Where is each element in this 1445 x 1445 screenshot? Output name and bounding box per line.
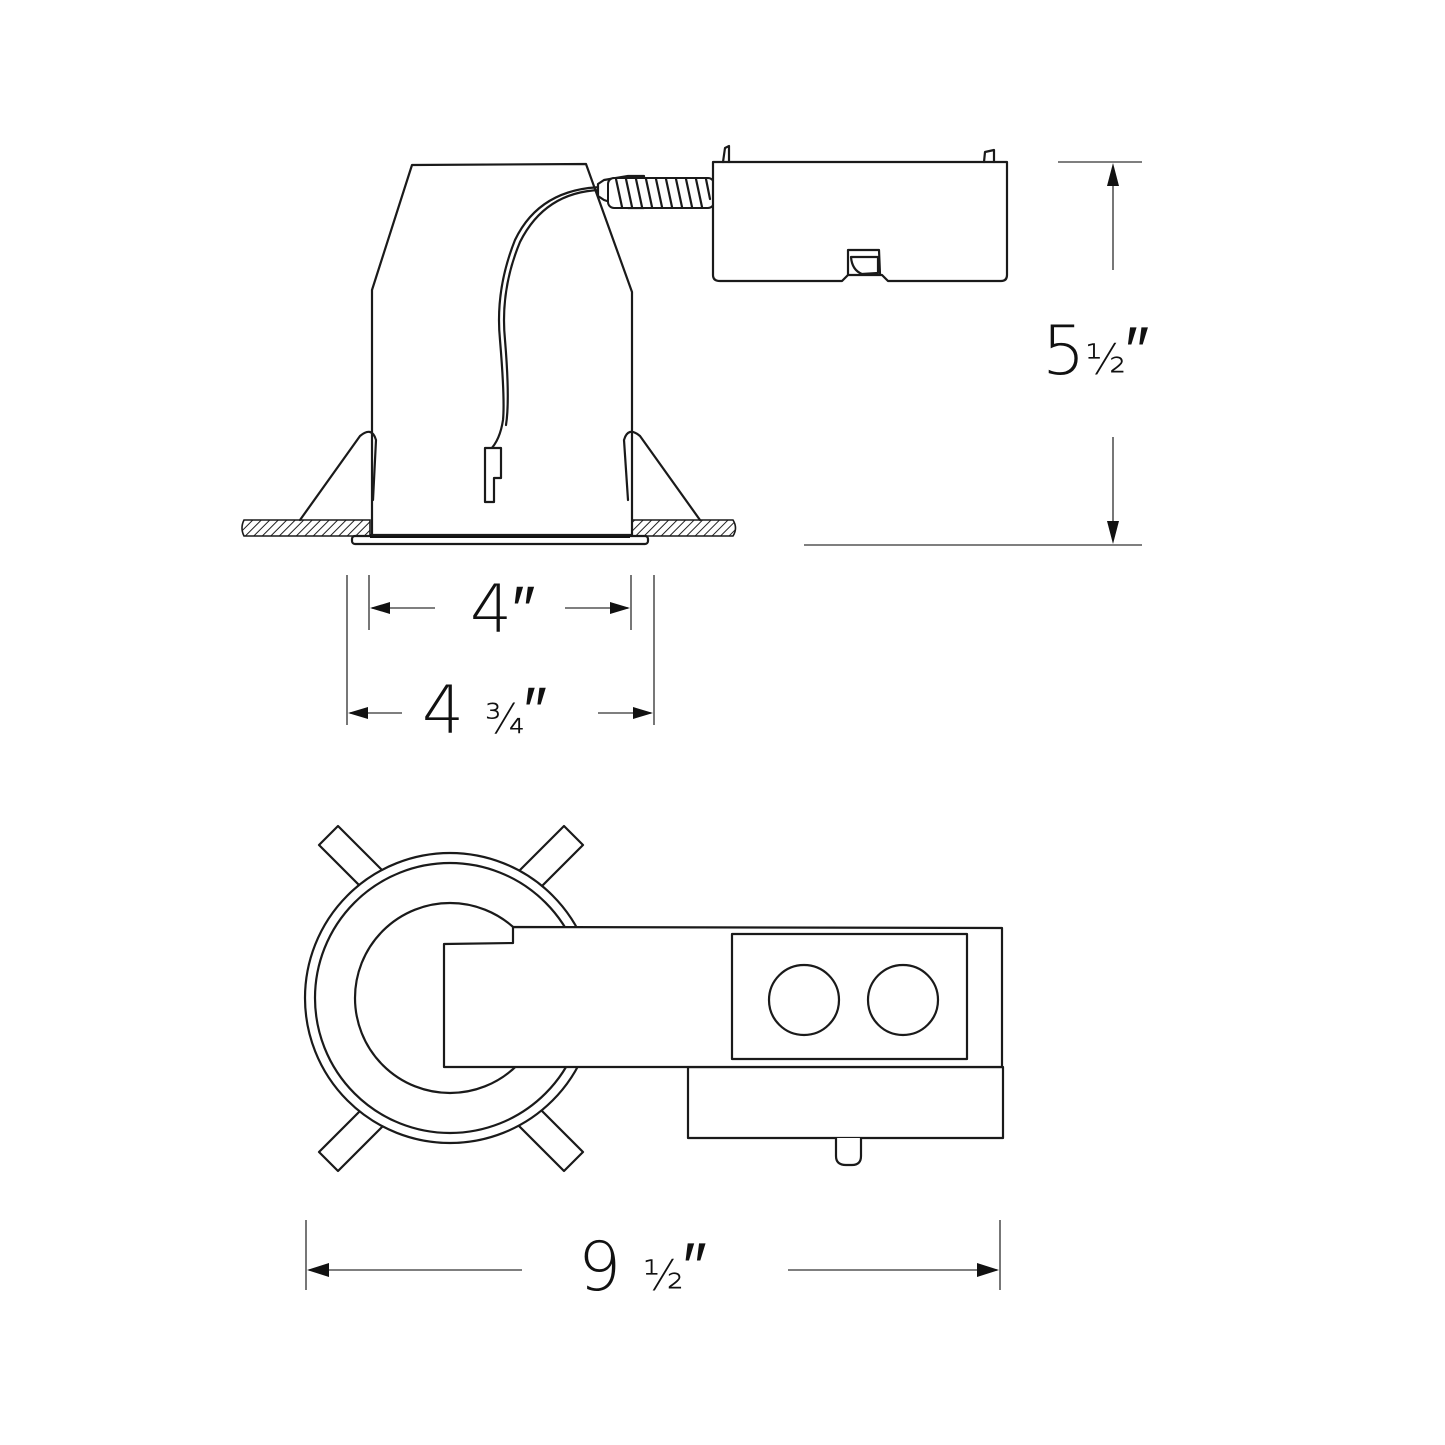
aperture-label: 4″ [470,577,535,643]
top-view [303,824,1005,1173]
mounting-tabs [317,824,585,1173]
flange-dimension [346,575,655,725]
flange-fraction: ¾ [484,695,525,743]
junction-box [711,144,1009,283]
height-label: 5½″ [1042,318,1149,386]
length-whole: 9 [578,1228,622,1307]
mounting-clip-right [622,430,702,522]
arrow-down-icon [1107,521,1119,544]
arrow-left-icon [348,707,368,719]
height-unit: ″ [1125,312,1150,391]
junction-box-top [730,932,969,1061]
flange-whole: 4 [422,672,464,749]
flexible-conduit [607,177,715,209]
mounting-clip-left [298,430,378,522]
arrow-left-icon [307,1263,329,1277]
flange-label: 4 ¾″ [422,678,547,744]
aperture-whole: 4 [470,571,512,648]
length-fraction: ½ [642,1251,684,1300]
arrow-right-icon [977,1263,999,1277]
aperture-dimension [368,575,632,630]
knockout-2 [866,963,940,1037]
flange-unit: ″ [523,672,548,749]
height-whole: 5 [1042,312,1086,391]
length-label: 9 ½″ [578,1234,707,1302]
length-dimension [305,1220,1001,1290]
arrow-right-icon [610,602,630,614]
arrow-up-icon [1107,163,1119,186]
ceiling-section-left [241,519,371,537]
housing-can [370,162,634,537]
wire-connector [483,446,503,504]
height-dimension [804,161,1142,546]
knockout-1 [767,963,841,1037]
clip-tab [834,1138,863,1167]
wire-lead [488,185,606,452]
ceiling-section-right [629,519,737,537]
height-fraction: ½ [1085,335,1126,384]
arrow-left-icon [370,602,390,614]
lower-junction-box [686,1065,1005,1140]
aperture-unit: ″ [512,571,536,648]
side-view [241,144,1009,546]
length-unit: ″ [682,1228,707,1307]
arrow-right-icon [633,707,653,719]
